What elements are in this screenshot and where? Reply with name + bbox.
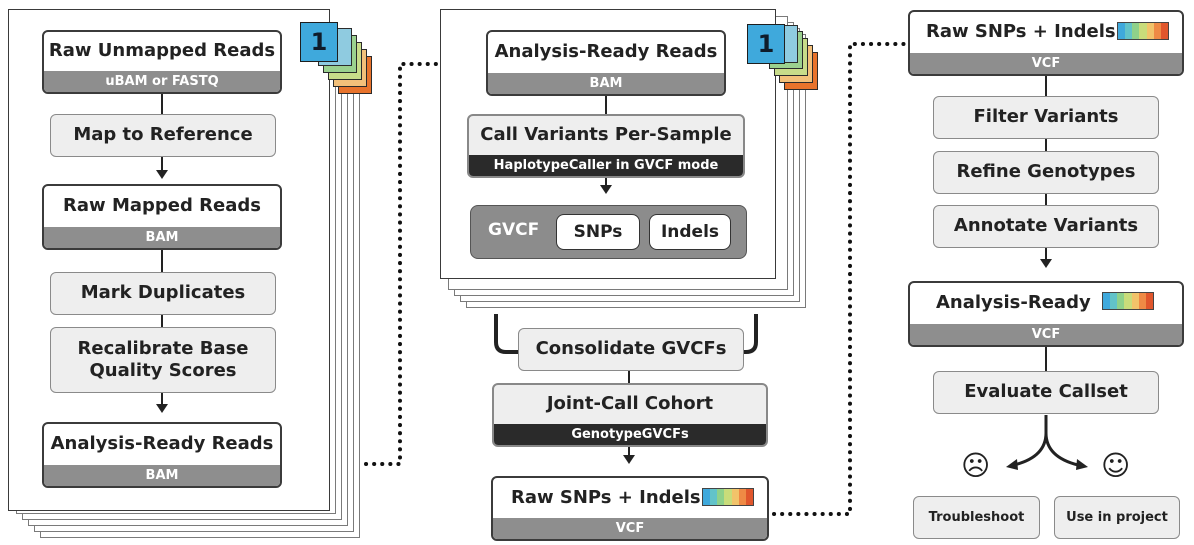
use-in-project-step: Use in project: [1054, 496, 1180, 539]
node-title: Raw Mapped Reads: [63, 195, 261, 217]
arrow-down-icon: [600, 185, 612, 194]
variant-spectrum-icon: [1102, 292, 1154, 310]
connector: [628, 371, 630, 383]
connector: [1045, 139, 1047, 151]
snps-pill: SNPs: [556, 214, 640, 250]
connector: [161, 157, 163, 171]
connector: [605, 178, 607, 186]
node-title: Raw SNPs + Indels: [926, 21, 1116, 43]
connector: [1045, 76, 1047, 96]
annotate-variants-step: Annotate Variants: [933, 205, 1159, 248]
recalibrate-base-quality-step: Recalibrate Base Quality Scores: [50, 327, 276, 393]
node-tool: HaplotypeCaller in GVCF mode: [469, 155, 743, 176]
connector: [161, 94, 163, 114]
raw-snps-indels-node: Raw SNPs + Indels VCF: [908, 10, 1184, 76]
sample-count-badge: 1: [300, 22, 338, 62]
map-to-reference-step: Map to Reference: [50, 114, 276, 157]
arrow-down-icon: [623, 455, 635, 464]
refine-genotypes-step: Refine Genotypes: [933, 151, 1159, 194]
connector: [161, 393, 163, 405]
node-format: VCF: [910, 53, 1182, 74]
arrow-down-icon: [1040, 259, 1052, 268]
gvcf-label: GVCF: [488, 220, 540, 240]
call-variants-node: Call Variants Per-Sample HaplotypeCaller…: [467, 114, 745, 178]
indels-pill: Indels: [649, 214, 731, 250]
happy-face-icon: ☺: [1101, 449, 1131, 482]
connector: [161, 250, 163, 272]
connector: [161, 315, 163, 327]
filter-variants-step: Filter Variants: [933, 96, 1159, 139]
arrow-down-icon: [156, 170, 168, 179]
dotted-connector: [772, 42, 906, 516]
mark-duplicates-step: Mark Duplicates: [50, 272, 276, 315]
troubleshoot-step: Troubleshoot: [913, 496, 1040, 539]
arrow-down-icon: [156, 404, 168, 413]
connector: [628, 447, 630, 456]
analysis-ready-vcf-node: Analysis-Ready VCF: [908, 281, 1184, 347]
node-title: Analysis-Ready Reads: [50, 433, 274, 455]
sample-count-badge: 1: [747, 24, 785, 64]
connector: [605, 96, 607, 114]
evaluate-callset-step: Evaluate Callset: [933, 371, 1159, 414]
node-title: Joint-Call Cohort: [546, 393, 714, 415]
connector: [1045, 194, 1047, 205]
node-tool: GenotypeGVCFs: [494, 424, 766, 445]
split-arrows: [1006, 415, 1088, 470]
node-title: Raw Unmapped Reads: [48, 40, 276, 62]
node-format: BAM: [44, 227, 280, 248]
node-format: BAM: [44, 465, 280, 486]
analysis-ready-reads-node: Analysis-Ready Reads BAM: [42, 422, 282, 488]
node-title: Analysis-Ready Reads: [494, 41, 718, 63]
node-title: Raw SNPs + Indels: [511, 486, 701, 508]
raw-snps-indels-node: Raw SNPs + Indels VCF: [491, 476, 769, 541]
raw-mapped-reads-node: Raw Mapped Reads BAM: [42, 184, 282, 250]
node-format: uBAM or FASTQ: [44, 71, 280, 92]
node-format: BAM: [488, 73, 724, 94]
gather-bracket: [494, 314, 758, 354]
connector: [1045, 347, 1047, 371]
dotted-connector: [364, 62, 438, 466]
sad-face-icon: ☹: [961, 449, 991, 482]
variant-spectrum-icon: [702, 488, 754, 506]
node-title: Call Variants Per-Sample: [480, 124, 732, 146]
node-title: Analysis-Ready: [936, 292, 1091, 314]
node-format: VCF: [910, 324, 1182, 345]
analysis-ready-reads-node: Analysis-Ready Reads BAM: [486, 30, 726, 96]
joint-call-cohort-node: Joint-Call Cohort GenotypeGVCFs: [492, 383, 768, 447]
connector: [1045, 248, 1047, 260]
consolidate-gvcfs-step: Consolidate GVCFs: [518, 328, 744, 371]
node-format: VCF: [493, 518, 767, 539]
variant-spectrum-icon: [1117, 22, 1169, 40]
raw-unmapped-reads-node: Raw Unmapped Reads uBAM or FASTQ: [42, 30, 282, 94]
